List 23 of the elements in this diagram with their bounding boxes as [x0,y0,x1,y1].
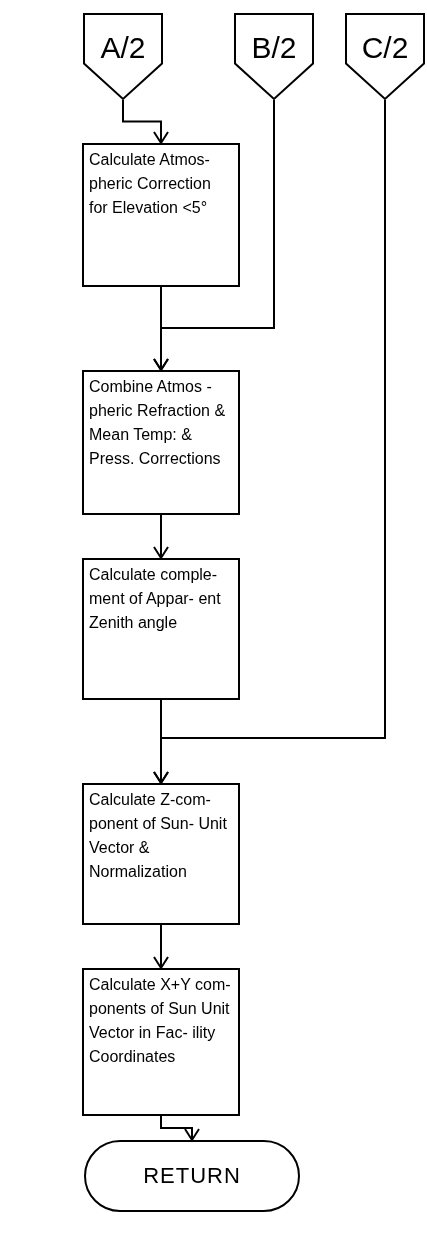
arrow [122,99,169,144]
process-text: Combine Atmos - pheric Refraction & Mean Temp: & Press. Corrections [89,377,227,469]
process-text: Calculate Atmos- pheric Correction for Elevation <5° [89,150,212,218]
connector-label: C/2 [361,30,409,65]
process-text: Calculate comple- ment of Appar- ent Zenith angle [89,565,222,633]
offpage-connector [345,13,425,100]
arrow [160,1115,200,1141]
arrow [153,514,169,559]
process-box [82,143,240,287]
offpage-connector [234,13,314,100]
process-text: Calculate Z-com- ponent of Sun- Unit Vector & Normalization [89,790,228,882]
process-text: Calculate X+Y com- ponents of Sun Unit Vector in Fac- ility Coordinates [89,975,232,1067]
terminator-label: RETURN [143,1163,241,1189]
process-box [82,783,240,925]
connector-label: B/2 [251,30,297,65]
connector-label: A/2 [100,30,146,65]
arrow [153,99,275,371]
arrow [153,99,386,784]
process-box [82,370,240,515]
process-box [82,558,240,700]
arrow [153,924,169,969]
process-box [82,968,240,1116]
offpage-connector [83,13,163,100]
